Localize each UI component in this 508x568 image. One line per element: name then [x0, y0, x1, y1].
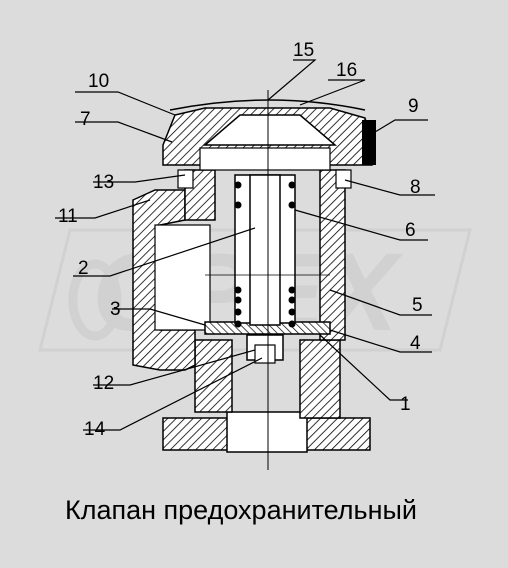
- callout-13: 13: [93, 172, 114, 193]
- callout-10: 10: [88, 71, 109, 92]
- callout-2: 2: [78, 258, 89, 279]
- callout-5: 5: [412, 295, 423, 316]
- callout-16: 16: [336, 60, 357, 81]
- valve-base: [162, 339, 371, 453]
- callout-7: 7: [80, 109, 91, 130]
- callout-6: 6: [405, 220, 416, 241]
- spring-and-guide: [234, 174, 296, 364]
- callout-11: 11: [58, 206, 78, 227]
- diagram-caption: Клапан предохранительный: [64, 495, 417, 525]
- leader-lines: [55, 59, 435, 431]
- callout-3: 3: [110, 299, 121, 320]
- callout-15: 15: [293, 40, 314, 61]
- callout-14: 14: [84, 419, 106, 440]
- callout-1: 1: [400, 394, 411, 415]
- callout-12: 12: [93, 373, 114, 394]
- callout-9: 9: [408, 96, 419, 117]
- callout-4: 4: [410, 333, 421, 354]
- callout-8: 8: [410, 177, 421, 198]
